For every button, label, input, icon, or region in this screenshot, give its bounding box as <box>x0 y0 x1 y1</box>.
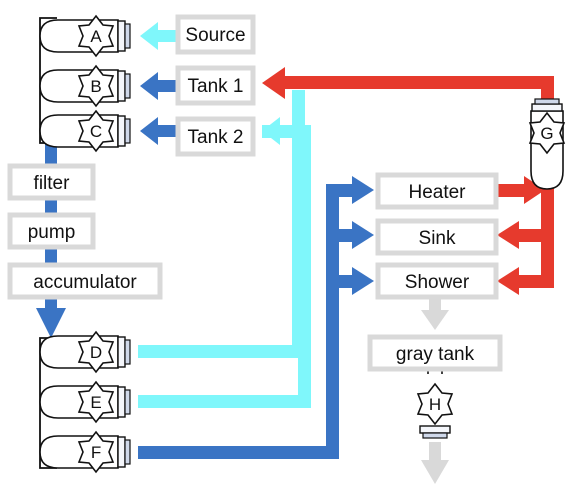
shower-label: Shower <box>405 272 470 293</box>
accumulator-box: accumulator <box>7 262 163 300</box>
pump-label: pump <box>28 222 76 243</box>
tank1-label: Tank 1 <box>188 76 244 97</box>
valve-b-label: B <box>90 77 101 96</box>
tank2-label: Tank 2 <box>188 127 244 148</box>
tank2-to-e-pipe-vertical <box>298 130 311 408</box>
tank1-to-d-pipe-horizontal <box>138 345 305 358</box>
valve-a[interactable]: A <box>39 15 131 57</box>
valve-g-label: G <box>540 124 553 143</box>
sink-hot-arrow <box>497 221 519 249</box>
gray-tank-outlet-arrow <box>421 460 449 484</box>
valve-g[interactable]: G <box>529 98 565 190</box>
tank2-to-c-arrow <box>140 117 178 145</box>
valve-b[interactable]: B <box>39 65 131 107</box>
shower-hot-arrow <box>497 267 519 295</box>
accumulator-label: accumulator <box>33 272 137 293</box>
pump-to-accumulator-pipe <box>45 247 57 265</box>
valve-a-label: A <box>90 27 102 46</box>
heater-outlet-pipe <box>498 184 528 197</box>
sink-box: Sink <box>375 218 499 256</box>
valve-f[interactable]: F <box>39 431 131 473</box>
tank2-to-e-pipe-horizontal <box>138 395 311 408</box>
valve-c[interactable]: C <box>39 110 131 152</box>
heater-label: Heater <box>408 182 466 203</box>
gray-tank-label: gray tank <box>396 344 475 365</box>
shower-drain-arrow <box>421 310 449 330</box>
filter-label: filter <box>34 173 71 194</box>
gray-tank-box: gray tank <box>367 334 503 372</box>
heater-outlet-arrow <box>524 176 545 204</box>
accumulator-outlet-pipe <box>45 297 57 310</box>
gray-water-pipes <box>421 297 449 484</box>
source-box: Source <box>175 14 256 55</box>
shower-hot-pipe <box>517 275 554 288</box>
tank1-return-arrow <box>262 67 285 99</box>
filter-to-pump-pipe <box>45 198 57 216</box>
cold-water-pipes <box>138 22 311 408</box>
filter-box: filter <box>7 163 96 201</box>
gray-tank-outlet-pipe <box>429 442 441 462</box>
valve-h[interactable]: H <box>416 374 454 439</box>
tank1-to-b-arrow <box>140 72 178 100</box>
shower-feed-pipe <box>326 275 356 288</box>
source-to-a-arrow <box>140 22 178 50</box>
valve-e-label: E <box>90 393 101 412</box>
sink-feed-pipe <box>326 229 356 242</box>
hot-water-pipes <box>262 67 554 295</box>
valve-c-label: C <box>90 122 102 141</box>
tank2-return-arrow-head <box>262 117 280 145</box>
valve-d-label: D <box>90 343 102 362</box>
g-return-pipe-horizontal <box>283 76 554 89</box>
source-label: Source <box>185 25 245 46</box>
accumulator-down-arrow <box>36 308 66 338</box>
fixtures-riser-pipe <box>326 184 339 459</box>
valve-h-label: H <box>429 395 441 414</box>
sink-hot-pipe <box>517 229 554 242</box>
sink-feed-arrow <box>352 221 374 249</box>
pump-box: pump <box>7 212 96 250</box>
valve-d[interactable]: D <box>39 331 131 373</box>
heater-feed-pipe <box>326 184 356 197</box>
tank2-box: Tank 2 <box>175 116 256 157</box>
shower-feed-arrow <box>352 267 374 295</box>
heater-feed-arrow <box>352 176 374 204</box>
f-to-fixtures-pipe-horizontal <box>138 446 338 459</box>
tank1-box: Tank 1 <box>175 65 256 106</box>
shower-box: Shower <box>375 262 499 300</box>
shower-drain-pipe <box>429 297 441 312</box>
valve-e[interactable]: E <box>39 381 131 423</box>
pressurized-pipes <box>36 72 374 459</box>
sink-label: Sink <box>419 228 456 249</box>
heater-box: Heater <box>375 172 499 210</box>
valve-f-label: F <box>91 443 101 462</box>
